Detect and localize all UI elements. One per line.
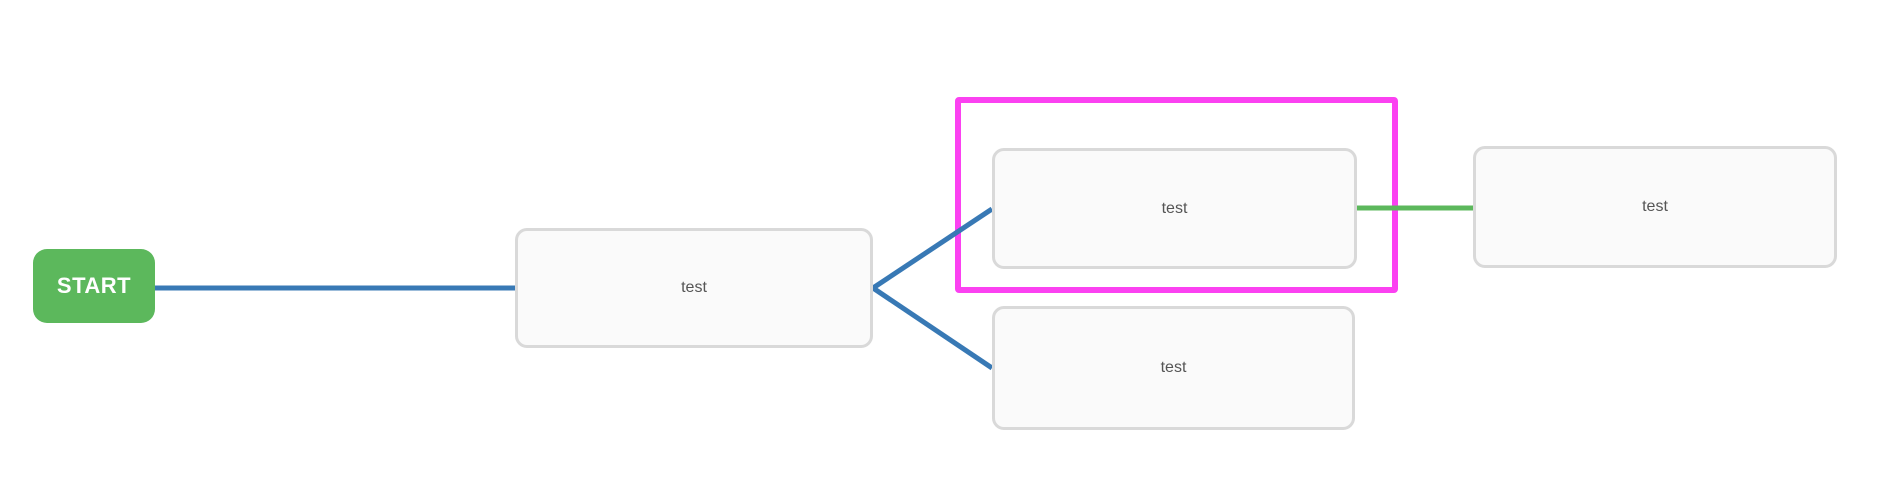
- start-node[interactable]: START: [33, 249, 155, 323]
- flow-node-bottom[interactable]: test: [992, 306, 1355, 430]
- flow-node-selected[interactable]: test: [992, 148, 1357, 269]
- flow-node-right[interactable]: test: [1473, 146, 1837, 268]
- node-label: test: [1161, 199, 1188, 217]
- edge-node1-to-node3: [871, 285, 994, 371]
- node-label: test: [681, 279, 707, 296]
- node-label: test: [1160, 359, 1187, 376]
- selection-highlight: [955, 97, 1398, 293]
- node-label: test: [1642, 198, 1668, 215]
- flow-node-root[interactable]: test: [515, 228, 873, 348]
